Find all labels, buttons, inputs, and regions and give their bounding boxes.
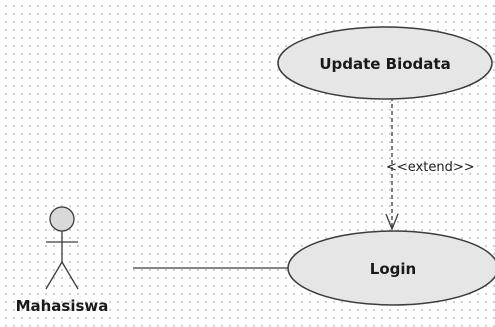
actor-label: Mahasiswa [16,297,109,315]
use-case-label: Update Biodata [319,55,450,73]
use-case-ellipse [287,230,495,306]
stick-figure-icon [45,206,79,290]
actor-right-leg [61,261,79,290]
extend-arrowhead [385,213,399,231]
actor-mahasiswa[interactable]: Mahasiswa [16,206,109,315]
extend-relation[interactable]: <<extend>> [385,97,475,231]
use-case-ellipse [277,26,493,100]
actor-left-leg [45,261,63,290]
use-case-update-biodata[interactable]: Update Biodata [277,26,493,100]
use-case-login[interactable]: Login [287,230,495,306]
actor-head [49,206,75,232]
use-case-label: Login [370,260,416,278]
extend-stereotype-label: <<extend>> [386,160,475,175]
